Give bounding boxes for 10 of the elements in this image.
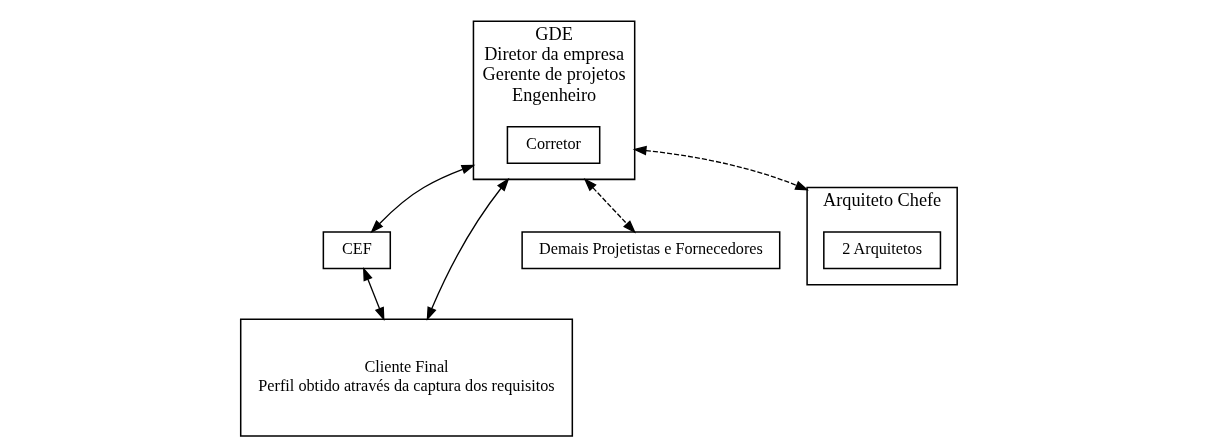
node-box: CEF	[322, 230, 392, 269]
arrow	[370, 164, 476, 233]
node-box: Demais Projetistas e Fornecedores	[521, 230, 781, 269]
node-box: Corretor	[506, 125, 601, 164]
node-box: 2 Arquitetos	[823, 230, 942, 269]
arrow	[363, 266, 385, 321]
arrow	[632, 145, 809, 191]
arrow	[583, 177, 636, 233]
node-box: Cliente Final Perfil obtido através da captura dos requisitos	[239, 318, 574, 437]
arrow	[426, 177, 510, 321]
